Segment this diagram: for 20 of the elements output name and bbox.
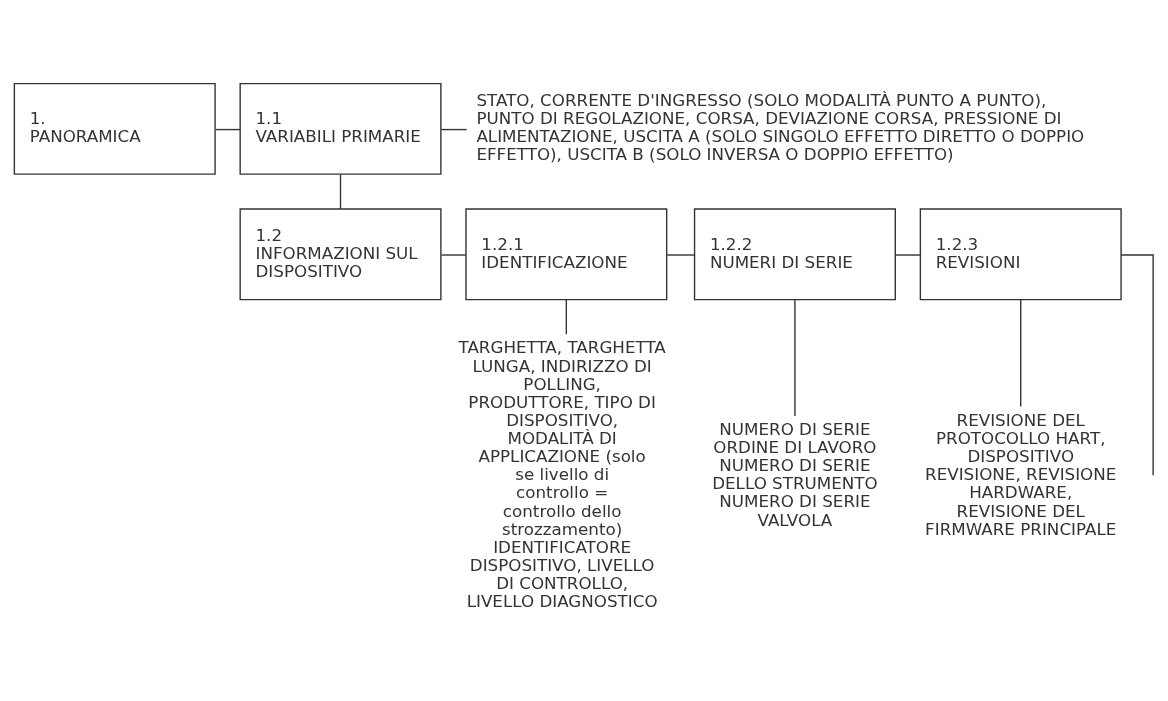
connector bbox=[565, 299, 568, 335]
connector bbox=[339, 173, 342, 210]
connector bbox=[1120, 254, 1154, 476]
node-text: NUMERO DI SERIE ORDINE DI LAVORO NUMERO DI SERIE DELLO STRUMENTO NUMERO DI SERIE VALVOLA bbox=[712, 418, 878, 530]
node-box: 1.2 INFORMAZIONI SUL DISPOSITIVO bbox=[239, 208, 442, 301]
connector bbox=[895, 254, 921, 256]
node-box: 1.1 VARIABILI PRIMARIE bbox=[239, 82, 442, 175]
connector bbox=[440, 254, 467, 256]
node-text: STATO, CORRENTE D'INGRESSO (SOLO MODALITÀ PUNTO A PUNTO), PUNTO DI REGOLAZIONE, CORSA, DEVIAZIONE CORSA, PRESSIONE DI ALIMENTAZIONE, USCITA A (SOLO SINGOLO EFFETTO DIRETTO O DOPPIO EFFETTO), USCITA B (SOLO INVERSA O DOPPIO EFFETTO) bbox=[476, 90, 1085, 165]
connector bbox=[794, 299, 796, 417]
connector bbox=[1020, 299, 1022, 408]
connector bbox=[215, 128, 241, 131]
node-box: 1. PANORAMICA bbox=[13, 82, 216, 175]
node-box: 1.2.2 NUMERI DI SERIE bbox=[693, 208, 896, 301]
node-box: 1.2.3 REVISIONI bbox=[919, 208, 1122, 301]
node-text: TARGHETTA, TARGHETTA LUNGA, INDIRIZZO DI POLLING, PRODUTTORE, TIPO DI DISPOSITIVO, MODALITÀ DI APPLICAZIONE (solo se livello di controllo = controllo dello strozzamento) IDENTIFICATORE DISPOSITIVO, LIVELLO DI CONTROLLO, LIVELLO DIAGNOSTICO bbox=[458, 337, 666, 612]
connector bbox=[666, 254, 695, 256]
connector bbox=[440, 128, 468, 131]
node-text: REVISIONE DEL PROTOCOLLO HART, DISPOSITIVO REVISIONE, REVISIONE HARDWARE, REVISIONE DEL FIRMWARE PRINCIPALE bbox=[925, 409, 1117, 539]
node-box: 1.2.1 IDENTIFICAZIONE bbox=[465, 208, 668, 301]
